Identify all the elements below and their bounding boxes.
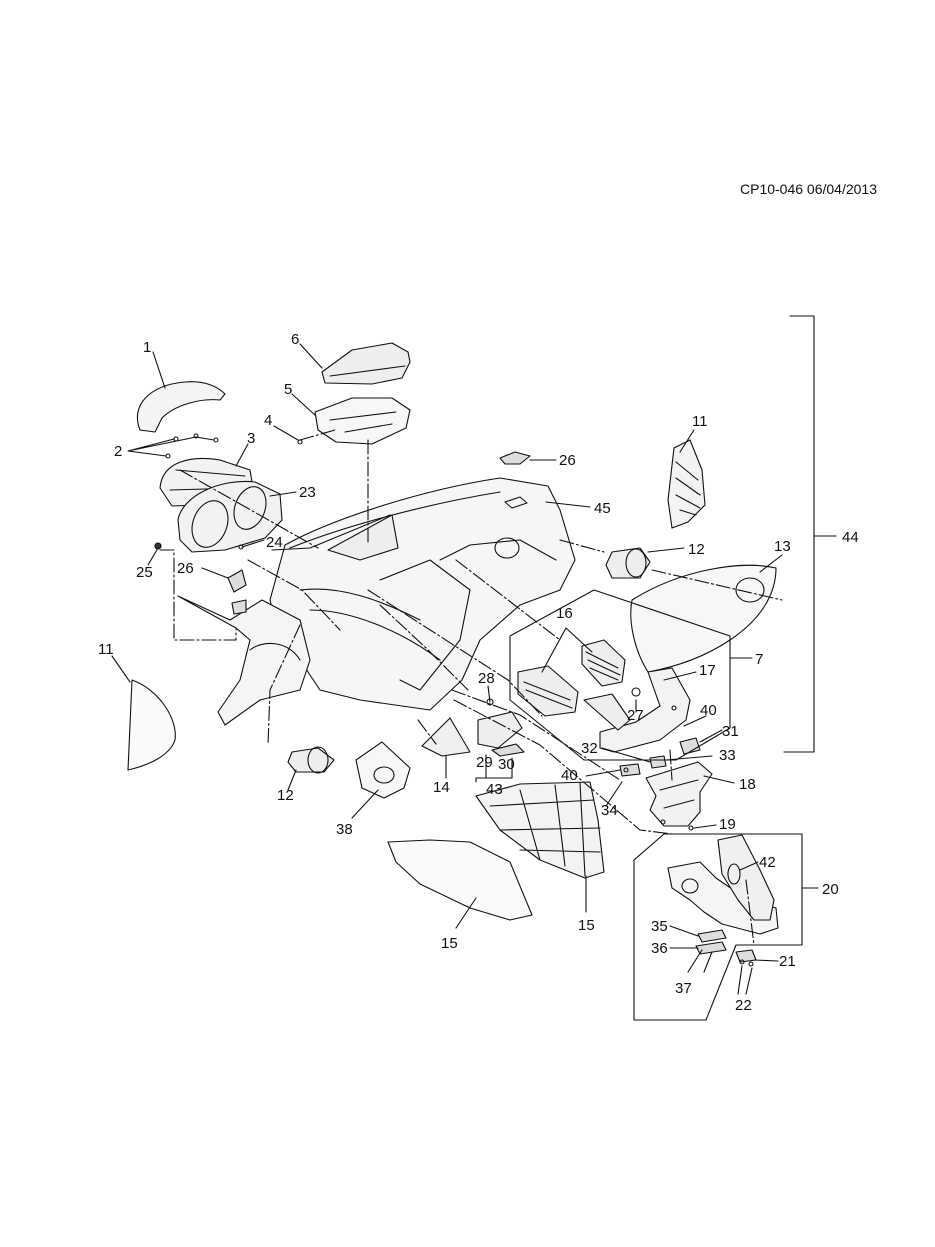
callout-32: 32: [581, 740, 598, 757]
callout-11-left: 11: [98, 641, 114, 658]
callout-25: 25: [136, 564, 153, 581]
part-cluster-hood: [136, 381, 226, 433]
callout-5: 5: [284, 381, 292, 398]
callout-24: 24: [266, 534, 283, 551]
callout-34: 34: [601, 802, 618, 819]
callout-6: 6: [291, 331, 299, 348]
callout-28: 28: [478, 670, 495, 687]
part-storage-lid: [491, 743, 525, 757]
part-display-housing: [314, 397, 411, 445]
part-instrument-cluster: [177, 480, 283, 553]
alignment-lines: [159, 429, 783, 946]
part-lower-trim-panel: [387, 839, 533, 921]
callout-29: 29: [476, 754, 493, 771]
callout-2: 2: [114, 443, 122, 460]
part-glovebox-door: [630, 564, 777, 673]
callout-15-left: 15: [441, 935, 458, 952]
callout-labels: 1 2 3 4 5 6 23 24 25 26 26 45 11 11 44 1…: [98, 331, 859, 1014]
callout-37: 37: [675, 980, 692, 997]
callout-19: 19: [719, 816, 736, 833]
part-switch-31: [679, 737, 701, 755]
callout-26-left: 26: [177, 560, 194, 577]
group-box-20: [633, 833, 819, 1021]
part-trim-14: [421, 717, 471, 757]
part-switch-36: [695, 941, 727, 955]
part-knee-bolster: [475, 781, 605, 879]
part-end-cap-left: [127, 679, 176, 771]
callout-30: 30: [498, 756, 515, 773]
callout-16: 16: [556, 605, 573, 622]
callout-27: 27: [627, 707, 644, 724]
callout-14: 14: [433, 779, 450, 796]
part-display: [321, 342, 411, 385]
callout-33: 33: [719, 747, 736, 764]
part-instrument-panel: [269, 477, 576, 711]
part-end-cap-right: [667, 439, 706, 529]
callout-12-right: 12: [688, 541, 705, 558]
callout-11-right: 11: [692, 413, 708, 430]
part-center-vent-upper: [581, 639, 626, 687]
callout-26-top: 26: [559, 452, 576, 469]
part-small-vent-left: [227, 569, 247, 593]
part-knee-trim: [355, 741, 411, 799]
group-box-7: [509, 589, 753, 761]
part-air-vent-right: [605, 547, 651, 579]
part-console-bezel: [717, 834, 775, 921]
callout-13: 13: [774, 538, 791, 555]
part-switch-35: [697, 929, 727, 943]
callout-17: 17: [699, 662, 716, 679]
callout-31: 31: [722, 723, 739, 740]
document-code: CP10-046 06/04/2013: [740, 181, 877, 197]
callout-45: 45: [594, 500, 611, 517]
callout-3: 3: [247, 430, 255, 447]
callout-43: 43: [486, 781, 503, 798]
callout-40-lower: 40: [561, 767, 578, 784]
callout-36: 36: [651, 940, 668, 957]
callout-40-upper: 40: [700, 702, 717, 719]
callout-7: 7: [755, 651, 763, 668]
part-storage-bin: [477, 711, 523, 749]
part-switch-33: [649, 755, 667, 769]
callout-38: 38: [336, 821, 353, 838]
callout-44: 44: [842, 529, 859, 546]
bracket-44: [783, 315, 837, 753]
callout-1: 1: [143, 339, 151, 356]
callout-22: 22: [735, 997, 752, 1014]
callout-12-left: 12: [277, 787, 294, 804]
part-air-vent-left: [287, 747, 335, 773]
part-left-end-panel: [177, 595, 311, 726]
callout-35: 35: [651, 918, 668, 935]
callout-23: 23: [299, 484, 316, 501]
part-switch-21: [735, 949, 757, 963]
callout-4: 4: [264, 412, 272, 429]
part-defrost-vent: [499, 451, 531, 465]
callout-21: 21: [779, 953, 796, 970]
callout-15-right: 15: [578, 917, 595, 934]
callout-20: 20: [822, 881, 839, 898]
part-switch-34: [619, 763, 641, 777]
leader-lines: [111, 343, 783, 995]
callout-18: 18: [739, 776, 756, 793]
callout-42: 42: [759, 854, 776, 871]
part-bracket-18: [645, 761, 713, 827]
